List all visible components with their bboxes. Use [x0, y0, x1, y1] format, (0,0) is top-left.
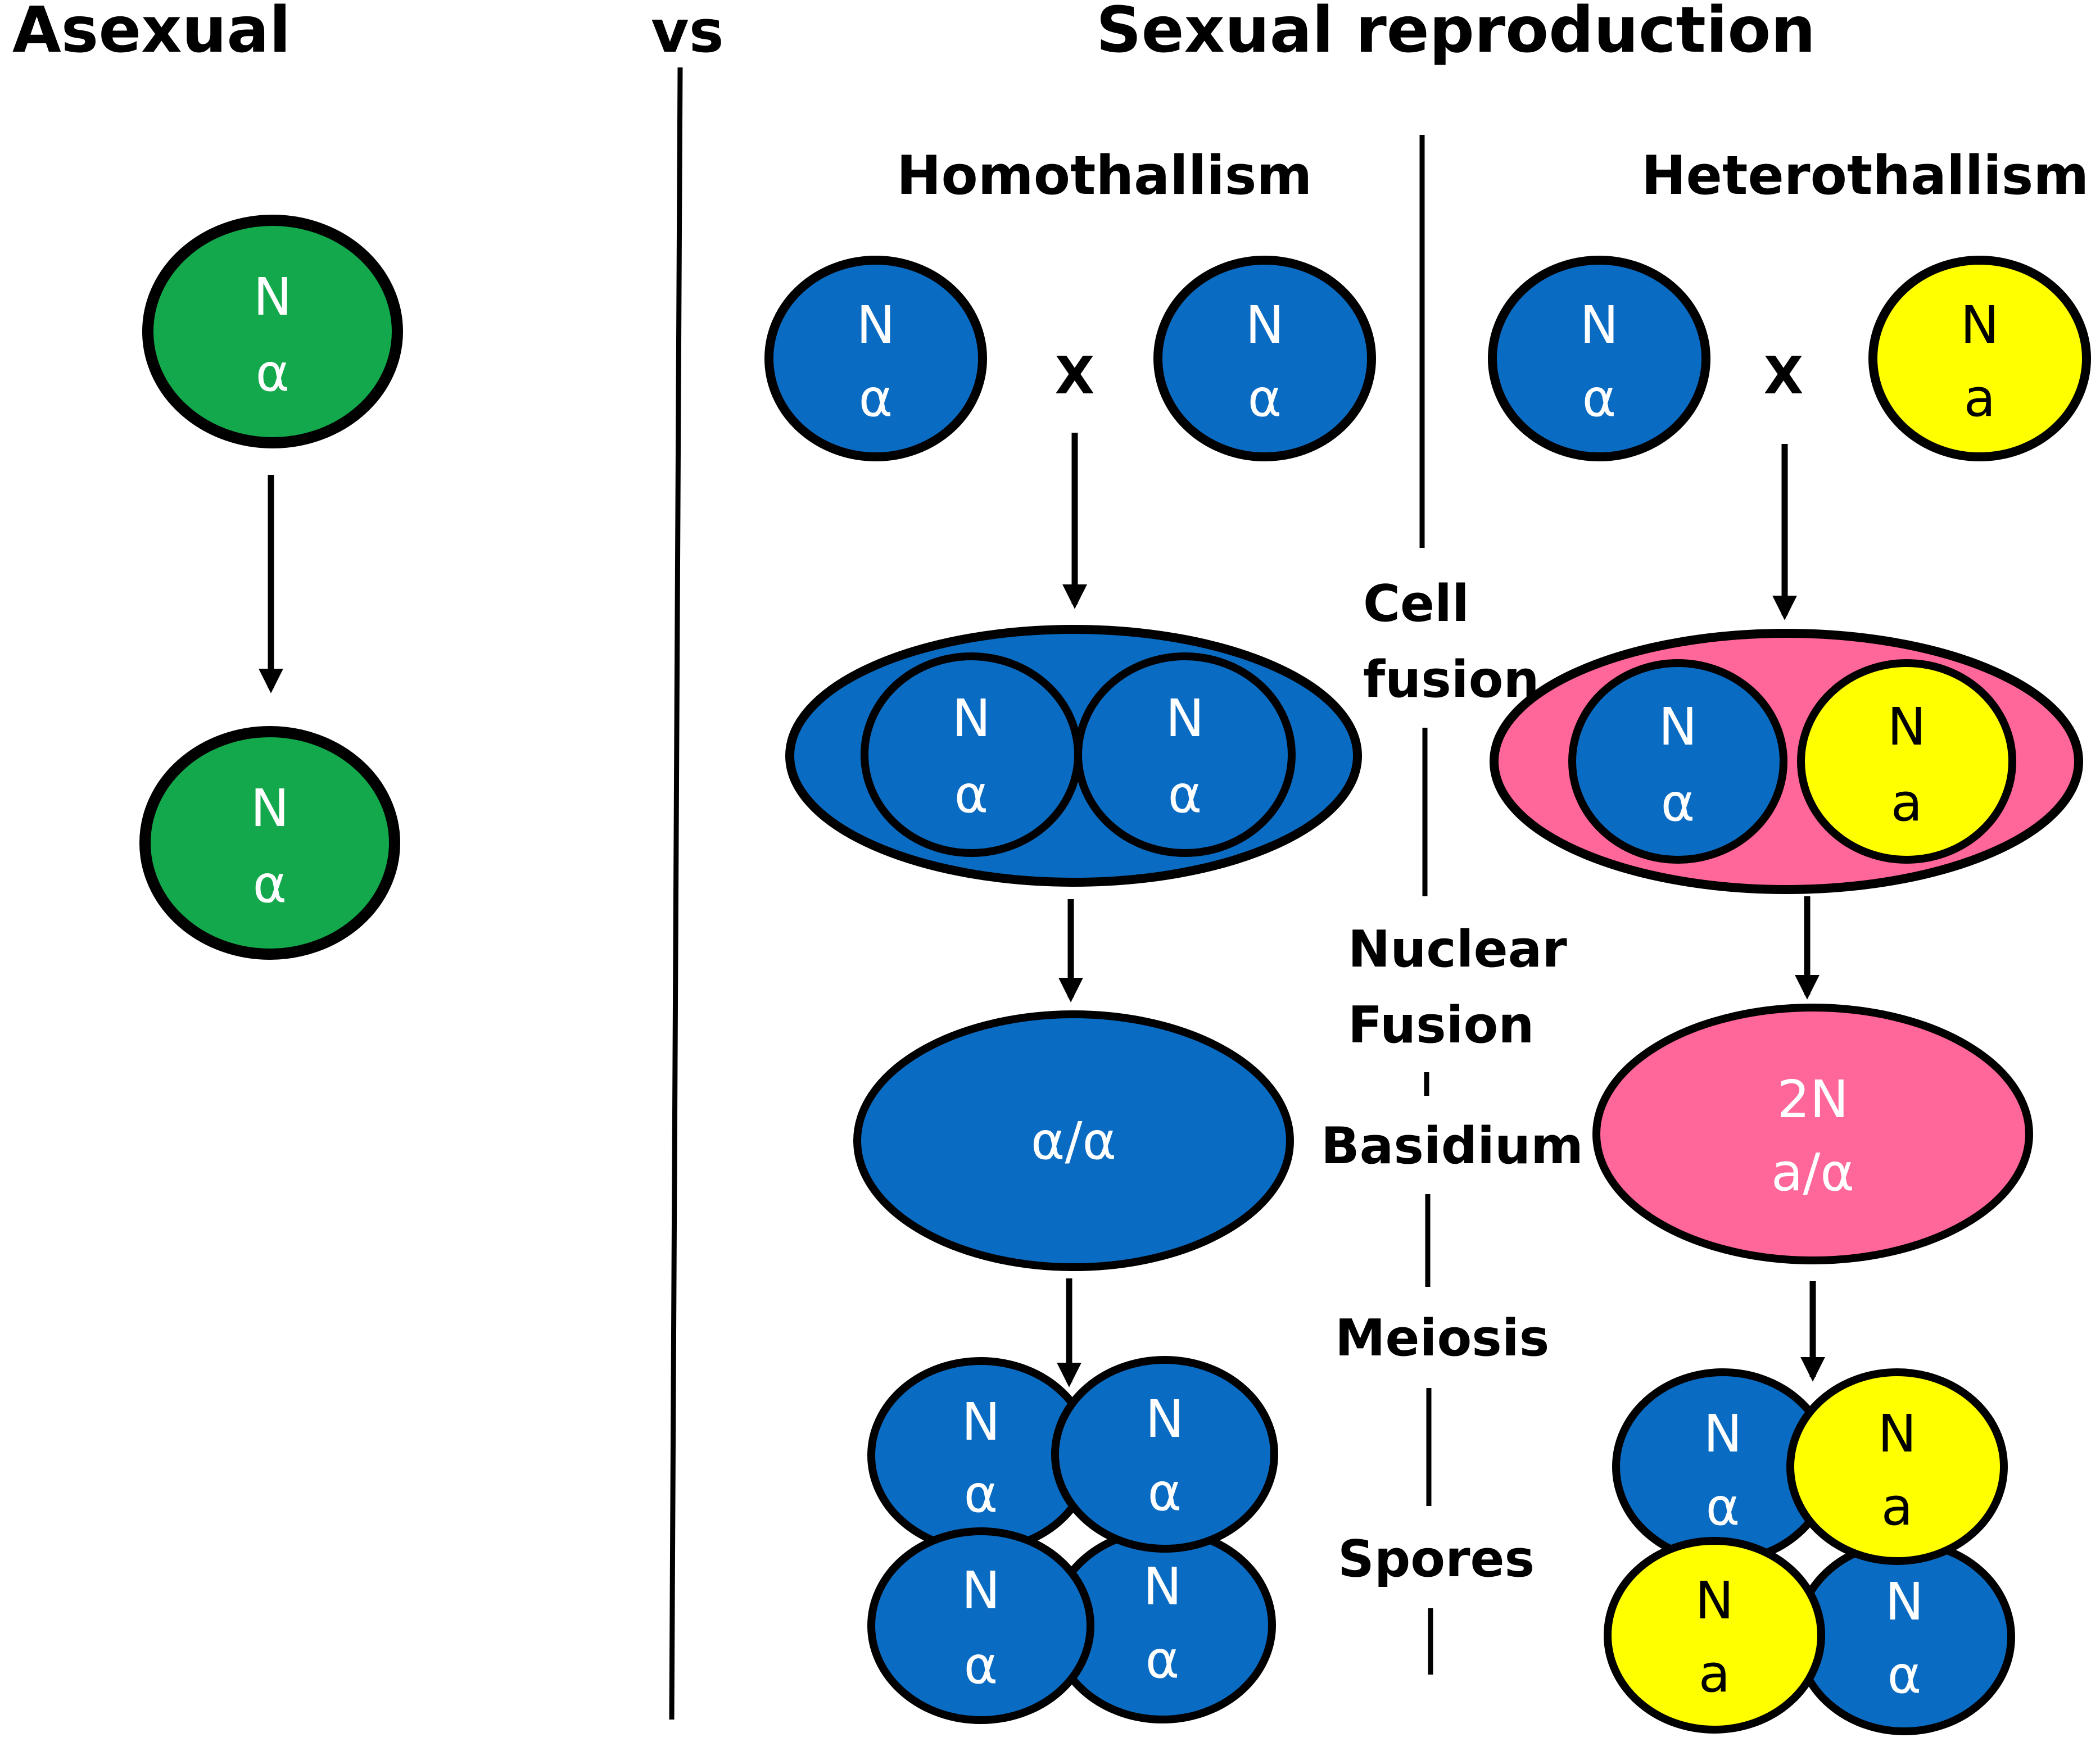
homo-spore-bottom-left: N α — [867, 1527, 1094, 1724]
svg-text:N: N — [1143, 1557, 1182, 1617]
cross-symbol-homothallism: X — [1055, 346, 1095, 406]
hetero-parent-cell-a: N a — [1868, 256, 2091, 461]
svg-text:α: α — [1248, 368, 1282, 428]
svg-text:α: α — [1582, 368, 1617, 428]
svg-text:a/α: a/α — [1771, 1142, 1854, 1203]
heading-vs: vs — [651, 0, 724, 66]
svg-text:α: α — [964, 1635, 998, 1695]
svg-text:α: α — [1661, 773, 1695, 833]
hetero-spore-bottom-left: N a — [1604, 1537, 1825, 1734]
svg-text:N: N — [1659, 697, 1698, 757]
svg-text:N: N — [962, 1561, 1001, 1621]
homo-parent-cell-2: N α — [1153, 256, 1376, 461]
svg-text:α: α — [964, 1464, 998, 1524]
homo-dikaryon: N α N α — [785, 625, 1362, 887]
svg-text:α/α: α/α — [1031, 1111, 1116, 1171]
divider-homo-hetero — [1419, 135, 1433, 1675]
svg-text:N: N — [857, 295, 895, 355]
hetero-dikaryon: N α N a — [1490, 629, 2083, 894]
svg-text:N: N — [1166, 688, 1205, 749]
svg-text:a: a — [1891, 773, 1922, 833]
homo-parent-cell-1: N α — [764, 256, 987, 461]
svg-text:N: N — [1704, 1404, 1743, 1464]
svg-text:N: N — [1695, 1571, 1734, 1631]
svg-text:N: N — [1580, 295, 1619, 355]
svg-text:α: α — [1168, 764, 1202, 824]
cross-symbol-heterothallism: X — [1764, 346, 1804, 406]
heading-homothallism: Homothallism — [897, 145, 1312, 207]
hetero-spore-top-right: N a — [1786, 1368, 2008, 1565]
svg-text:α: α — [256, 343, 290, 403]
stage-meiosis: Meiosis — [1335, 1309, 1549, 1368]
svg-text:α: α — [1888, 1645, 1922, 1705]
svg-text:α: α — [253, 854, 287, 914]
svg-text:N: N — [1888, 697, 1926, 757]
svg-text:N: N — [251, 778, 289, 838]
svg-text:α: α — [1146, 1630, 1180, 1690]
svg-text:a: a — [1881, 1477, 1913, 1537]
homo-spores: N α N α N α N α — [867, 1356, 1278, 1724]
stage-nuclear-fusion-line1: Nuclear — [1348, 920, 1567, 979]
svg-text:α: α — [954, 764, 989, 824]
asexual-daughter-cell: N α — [139, 726, 400, 960]
homo-spore-top-right: N α — [1051, 1356, 1278, 1553]
heading-asexual: Asexual — [12, 0, 291, 67]
svg-text:α: α — [1148, 1462, 1182, 1522]
hetero-spore-bottom-right: N α — [1794, 1539, 2015, 1735]
stage-cell-fusion-line2: fusion — [1363, 650, 1540, 709]
svg-text:N: N — [1878, 1404, 1917, 1464]
svg-text:a: a — [1964, 368, 1995, 428]
stage-cell-fusion-line1: Cell — [1363, 574, 1469, 633]
svg-text:N: N — [254, 267, 292, 327]
svg-text:N: N — [952, 688, 991, 749]
heading-sexual-reproduction: Sexual reproduction — [1096, 0, 1816, 67]
svg-text:N: N — [1961, 295, 1999, 355]
svg-text:N: N — [1246, 295, 1284, 355]
svg-text:a: a — [1699, 1644, 1730, 1704]
svg-text:N: N — [1146, 1389, 1184, 1449]
heading-heterothallism: Heterothallism — [1641, 145, 2089, 207]
svg-text:N: N — [962, 1392, 1001, 1452]
svg-text:α: α — [859, 368, 893, 428]
arrows — [259, 433, 1825, 1387]
stage-nuclear-fusion-line2: Fusion — [1348, 996, 1534, 1055]
asexual-parent-cell: N α — [142, 215, 403, 448]
homo-basidium: α/α — [853, 1010, 1294, 1271]
hetero-basidium: 2N a/α — [1592, 1004, 2033, 1264]
svg-text:N: N — [1885, 1572, 1924, 1632]
hetero-parent-cell-alpha: N α — [1488, 256, 1710, 461]
hetero-spores: N α N α N a N a — [1604, 1368, 2015, 1735]
svg-text:2N: 2N — [1777, 1069, 1848, 1129]
divider-asexual-sexual — [669, 67, 683, 1720]
stage-spores: Spores — [1338, 1530, 1535, 1589]
stage-basidium: Basidium — [1321, 1117, 1583, 1176]
svg-text:α: α — [1706, 1477, 1740, 1537]
